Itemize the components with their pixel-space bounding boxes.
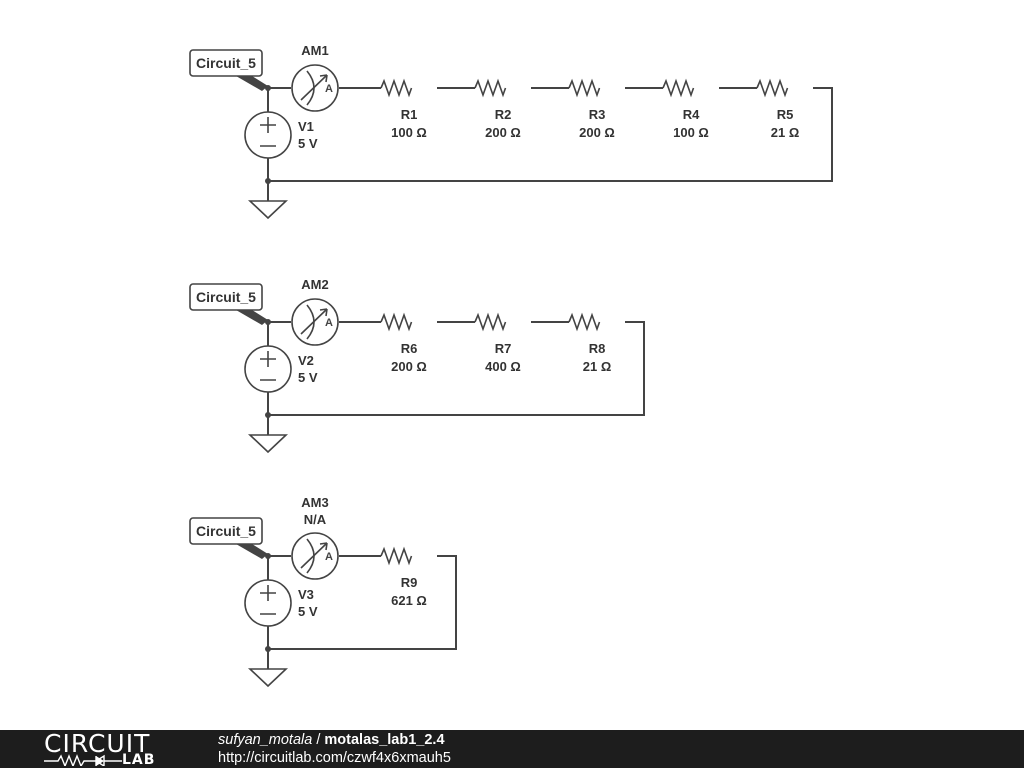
resistor-value-label: 100 Ω	[391, 125, 427, 140]
node-tag[interactable]: Circuit_5	[189, 517, 268, 559]
resistor-value-label: 200 Ω	[579, 125, 615, 140]
resistor[interactable]	[756, 78, 813, 98]
svg-text:A: A	[325, 551, 333, 563]
svg-text:A: A	[325, 83, 333, 95]
wire	[268, 321, 645, 416]
resistor-value-label: 400 Ω	[485, 359, 521, 374]
junction-dot	[265, 178, 271, 184]
svg-text:A: A	[325, 317, 333, 329]
path-separator: /	[312, 732, 325, 748]
resistor[interactable]	[568, 78, 625, 98]
circuitlab-logo[interactable]: CIRCUIT LAB	[44, 730, 184, 768]
node-tag[interactable]: Circuit_5	[189, 283, 268, 325]
resistor[interactable]	[568, 312, 625, 332]
resistor[interactable]	[380, 78, 437, 98]
node-tag-label: Circuit_5	[196, 55, 256, 71]
resistor-value-label: 100 Ω	[673, 125, 709, 140]
node-tag-label: Circuit_5	[196, 289, 256, 305]
resistor-name-label: R3	[589, 107, 606, 122]
wire	[268, 555, 457, 650]
project-info: sufyan_motala / motalas_lab1_2.4 http://…	[218, 731, 451, 767]
junction-dot	[265, 412, 271, 418]
wire	[268, 87, 833, 182]
resistor-name-label: R8	[589, 341, 606, 356]
voltage-source[interactable]	[244, 111, 292, 159]
resistor-value-label: 200 Ω	[485, 125, 521, 140]
logo-lab-text: LAB	[122, 752, 156, 768]
ground-symbol[interactable]	[247, 668, 289, 688]
resistor[interactable]	[662, 78, 719, 98]
username-link[interactable]: sufyan_motala	[218, 732, 313, 748]
logo-resistor-icon	[44, 754, 122, 766]
source-name-label: V3	[298, 587, 314, 602]
footer-bar: CIRCUIT LAB sufyan_motala / motalas_lab1…	[0, 730, 1024, 768]
project-name-link[interactable]: motalas_lab1_2.4	[324, 732, 445, 748]
ammeter[interactable]: A	[291, 298, 339, 346]
resistor-name-label: R5	[777, 107, 794, 122]
source-value-label: 5 V	[298, 136, 318, 151]
voltage-source[interactable]	[244, 345, 292, 393]
resistor-name-label: R9	[401, 575, 418, 590]
node-tag[interactable]: Circuit_5	[189, 49, 268, 91]
ammeter-name-label: AM3	[301, 495, 328, 510]
resistor[interactable]	[474, 78, 531, 98]
source-value-label: 5 V	[298, 370, 318, 385]
resistor-name-label: R4	[683, 107, 700, 122]
source-value-label: 5 V	[298, 604, 318, 619]
voltage-source[interactable]	[244, 579, 292, 627]
source-name-label: V2	[298, 353, 314, 368]
project-title-line: sufyan_motala / motalas_lab1_2.4	[218, 731, 451, 749]
resistor[interactable]	[380, 312, 437, 332]
resistor-value-label: 200 Ω	[391, 359, 427, 374]
project-url[interactable]: http://circuitlab.com/czwf4x6xmauh5	[218, 750, 451, 766]
ammeter[interactable]: A	[291, 64, 339, 112]
ammeter-name-label: AM2	[301, 277, 328, 292]
resistor-name-label: R6	[401, 341, 418, 356]
ammeter-reading-label: N/A	[304, 512, 327, 527]
node-tag-label: Circuit_5	[196, 523, 256, 539]
resistor-name-label: R7	[495, 341, 512, 356]
logo-circuit-text: CIRCUIT	[44, 729, 151, 758]
junction-dot	[265, 646, 271, 652]
resistor[interactable]	[474, 312, 531, 332]
ground-symbol[interactable]	[247, 434, 289, 454]
ammeter[interactable]: A	[291, 532, 339, 580]
resistor-value-label: 21 Ω	[771, 125, 800, 140]
resistor[interactable]	[380, 546, 437, 566]
ammeter-name-label: AM1	[301, 43, 328, 58]
resistor-value-label: 21 Ω	[583, 359, 612, 374]
source-name-label: V1	[298, 119, 314, 134]
resistor-value-label: 621 Ω	[391, 593, 427, 608]
resistor-name-label: R1	[401, 107, 418, 122]
ground-symbol[interactable]	[247, 200, 289, 220]
resistor-name-label: R2	[495, 107, 512, 122]
